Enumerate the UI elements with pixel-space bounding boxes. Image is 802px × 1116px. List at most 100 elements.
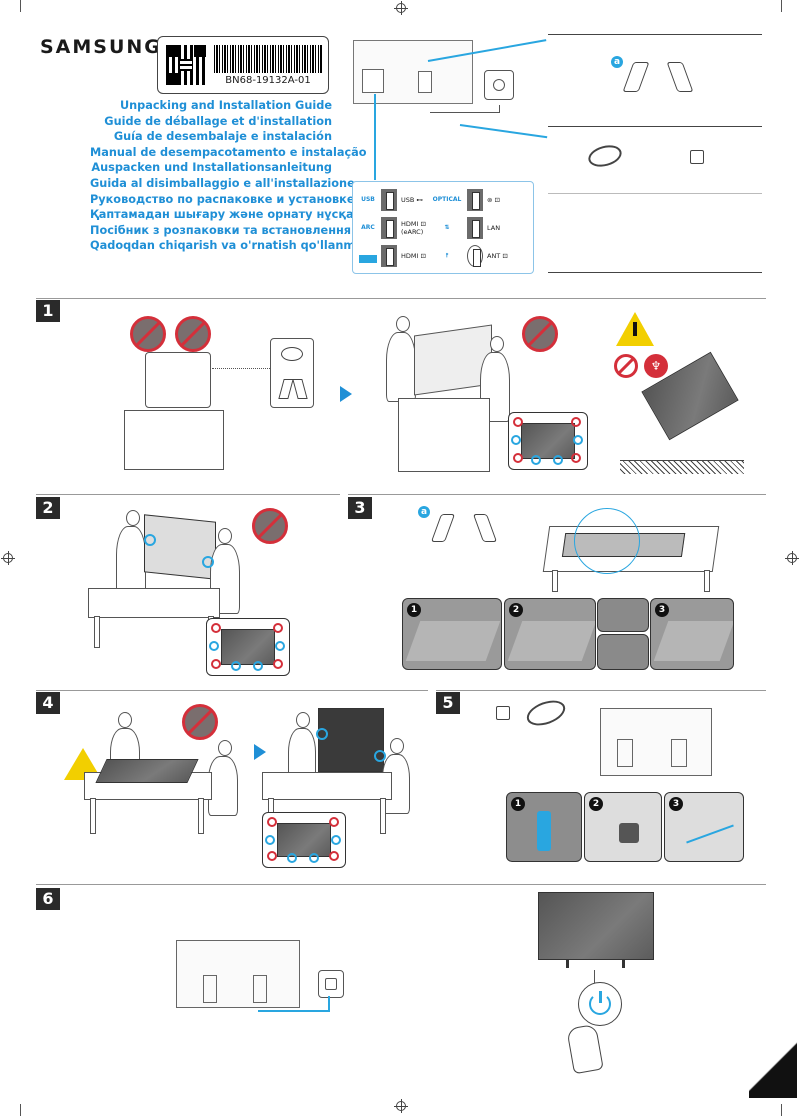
- registration-mark-icon: [1, 551, 15, 565]
- callout-line: [594, 970, 595, 984]
- person-head: [396, 316, 410, 332]
- substep-number: 1: [511, 797, 525, 811]
- title-line: Руководство по распаковке и установке: [90, 192, 355, 206]
- step-number: 1: [36, 300, 60, 322]
- port-label: ANT ⊡: [487, 252, 508, 260]
- power-cord-line: [328, 996, 330, 1012]
- title-line: Manual de desempacotamento e instalação: [90, 145, 367, 159]
- person-figure: [116, 526, 146, 598]
- brand-logo: SAMSUNG: [40, 36, 162, 58]
- step-number: 2: [36, 497, 60, 519]
- table-leg: [704, 570, 710, 592]
- grip-point: [374, 750, 386, 762]
- antenna-icon: ⫯: [445, 252, 449, 259]
- grip-point: [316, 728, 328, 740]
- styrofoam-insert: [145, 352, 211, 408]
- substep-detail: 1: [402, 598, 502, 670]
- person-head: [118, 712, 132, 728]
- title-line: Посібник з розпаковки та встановлення: [90, 223, 352, 237]
- table: [262, 772, 392, 800]
- person-figure: [210, 544, 240, 614]
- power-icon: [589, 993, 611, 1015]
- tv-panel: [318, 708, 384, 772]
- title-line: Guida al disimballaggio e all'installazi…: [90, 176, 355, 190]
- substep-detail: 3: [664, 792, 744, 862]
- step-number: 3: [348, 497, 372, 519]
- substep-detail: 1: [506, 792, 582, 862]
- next-arrow-icon: [254, 744, 266, 760]
- grip-point: [144, 534, 156, 546]
- callout-line: [459, 124, 548, 139]
- substep-number: 2: [509, 603, 523, 617]
- power-cord-line: [430, 105, 500, 113]
- tv-rear-illustration: [353, 40, 473, 104]
- guide-titles: Unpacking and Installation Guide Guide d…: [90, 98, 396, 254]
- zoom-circle: [574, 508, 640, 574]
- port-slot: [467, 217, 483, 239]
- next-arrow-icon: [340, 386, 352, 402]
- substep-number: 2: [589, 797, 603, 811]
- cable-holder-icon: [690, 150, 704, 164]
- tv-rear-illustration: [176, 940, 300, 1008]
- port-row: ARC HDMI ⊡ (eARC) ⇅ LAN: [359, 216, 531, 240]
- no-knife-icon: [522, 316, 558, 352]
- grip-points-detail: [508, 412, 588, 470]
- no-knife-icon: [182, 704, 218, 740]
- stand-foot-right-icon: [666, 62, 694, 92]
- step-number: 4: [36, 692, 60, 714]
- power-cord-icon: [585, 141, 625, 171]
- no-knife-icon: [130, 316, 166, 352]
- title-line: Қаптамадан шығару және орнату нұсқаулығы: [90, 208, 396, 222]
- accessory-tray: [270, 338, 314, 408]
- substep-number: 3: [669, 797, 683, 811]
- part-badge: a: [611, 56, 623, 68]
- arc-icon: ARC: [361, 224, 375, 231]
- crop-mark: [781, 1104, 782, 1116]
- tv-foot: [622, 960, 625, 968]
- table-leg: [198, 798, 204, 834]
- tv-foot: [566, 960, 569, 968]
- table: [88, 588, 220, 618]
- table-leg: [380, 798, 386, 834]
- person-head: [126, 510, 140, 526]
- usb-icon: USB: [361, 196, 375, 203]
- substep-number: 3: [655, 603, 669, 617]
- warning-triangle-icon: [616, 312, 654, 346]
- crop-mark: [781, 0, 782, 12]
- stand-foot-left-icon: [622, 62, 650, 92]
- title-line: Unpacking and Installation Guide: [119, 99, 332, 112]
- barcode-icon: [214, 45, 322, 73]
- step-number: 6: [36, 888, 60, 910]
- port-label: HDMI ⊡: [401, 252, 426, 260]
- registration-mark-icon: [785, 551, 799, 565]
- no-knife-icon: [252, 508, 288, 544]
- crop-mark: [20, 0, 21, 12]
- callout-line: [374, 94, 376, 180]
- screw-detail: [597, 634, 649, 670]
- grip-point: [202, 556, 214, 568]
- power-button-callout: [578, 982, 622, 1026]
- port-slot: [381, 189, 397, 211]
- person-head: [296, 712, 310, 728]
- person-head: [490, 336, 504, 352]
- title-line: Auspacken und Installationsanleitung: [91, 161, 332, 175]
- screw-detail: [597, 598, 649, 632]
- fragile-glass-icon: ♆: [644, 354, 668, 378]
- port-row: USB USB ⊷ OPTICAL ⊚ ⊡: [359, 188, 531, 212]
- port-slot: [381, 245, 397, 267]
- power-cord-line: [258, 1010, 330, 1012]
- shipping-box: [398, 398, 490, 472]
- stand-foot-right-icon: [472, 514, 498, 542]
- lan-icon: ⇅: [444, 224, 450, 231]
- port-slot: [381, 217, 397, 239]
- no-knife-icon: [175, 316, 211, 352]
- substep-detail: 2: [504, 598, 596, 670]
- port-label: HDMI ⊡ (eARC): [401, 220, 426, 236]
- substep-number: 1: [407, 603, 421, 617]
- table: [84, 759, 212, 800]
- hand-illustration: [566, 1023, 604, 1075]
- power-cord-icon: [523, 695, 569, 731]
- title-line: Guía de desembalaje e instalación: [113, 130, 332, 144]
- tv-panel: [144, 514, 216, 580]
- title-line: Qadoqdan chiqarish va o'rnatish qo'llanm…: [90, 239, 374, 253]
